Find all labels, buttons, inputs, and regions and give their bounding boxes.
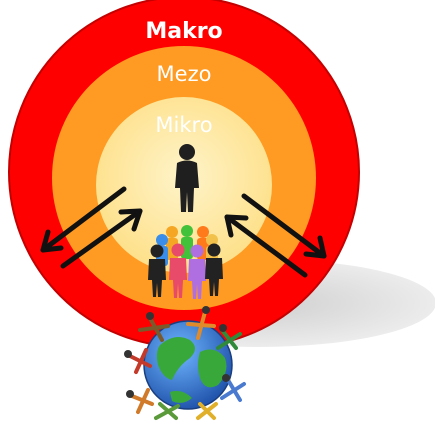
makro-label: Makro — [145, 19, 222, 44]
globe-icon — [124, 306, 246, 420]
arrow-icon — [40, 186, 327, 278]
individual-person-icon — [175, 144, 199, 212]
mikro-label: Mikro — [155, 113, 212, 137]
group-of-people-icon — [148, 225, 223, 299]
mezo-label: Mezo — [157, 62, 212, 86]
